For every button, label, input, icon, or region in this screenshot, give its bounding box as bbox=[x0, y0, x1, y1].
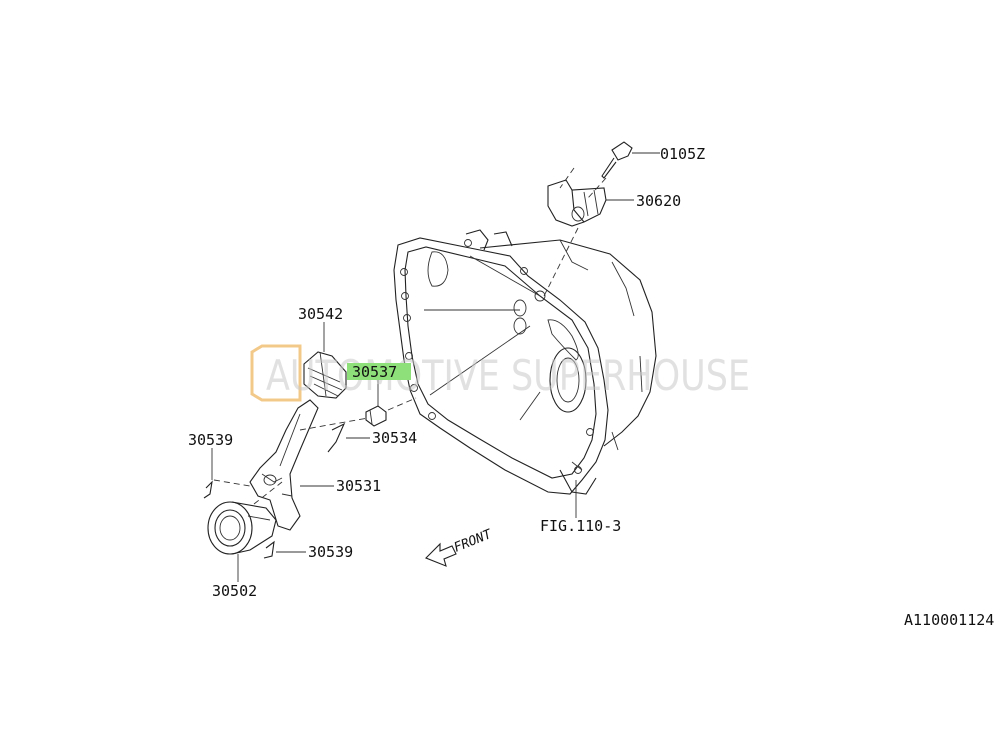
clip-lower bbox=[263, 540, 275, 559]
part-label-30531[interactable]: 30531 bbox=[336, 477, 381, 495]
bolt-assembly-line bbox=[587, 177, 607, 199]
watermark-text: AUTOMOTIVE SUPERHOUSE bbox=[266, 351, 750, 400]
clip-assembly-line bbox=[213, 479, 251, 487]
fork-assembly-line bbox=[299, 417, 369, 431]
part-label-30539-upper[interactable]: 30539 bbox=[188, 431, 233, 449]
front-indicator: FRONT bbox=[425, 527, 495, 567]
part-label-30539-lower[interactable]: 30539 bbox=[308, 543, 353, 561]
bolt-assembly-line-2 bbox=[559, 167, 575, 189]
retaining-spring bbox=[327, 422, 346, 453]
release-bearing bbox=[207, 501, 277, 555]
bolt bbox=[601, 141, 633, 179]
part-label-30620[interactable]: 30620 bbox=[636, 192, 681, 210]
pivot-assembly-line bbox=[387, 397, 417, 411]
part-label-0105Z[interactable]: 0105Z bbox=[660, 145, 705, 163]
clutch-slave-cylinder bbox=[547, 179, 607, 227]
front-label: FRONT bbox=[452, 527, 495, 556]
watermark: AUTOMOTIVE SUPERHOUSE bbox=[250, 344, 750, 402]
part-label-30502[interactable]: 30502 bbox=[212, 582, 257, 600]
pivot bbox=[365, 405, 387, 427]
part-highlight bbox=[347, 363, 411, 380]
figure-reference[interactable]: FIG.110-3 bbox=[540, 517, 621, 535]
diagram-code: A110001124 bbox=[904, 611, 994, 629]
cylinder-assembly-line bbox=[543, 227, 579, 297]
part-label-30542[interactable]: 30542 bbox=[298, 305, 343, 323]
clip-upper bbox=[203, 480, 213, 499]
watermark-logo bbox=[250, 344, 302, 402]
release-fork-boot bbox=[303, 351, 347, 399]
part-label-30534[interactable]: 30534 bbox=[372, 429, 417, 447]
front-arrow-icon bbox=[425, 542, 457, 567]
part-label-30537[interactable]: 30537 bbox=[352, 363, 397, 381]
bearing-assembly-line bbox=[253, 481, 283, 505]
release-fork bbox=[249, 399, 319, 531]
transmission-housing bbox=[393, 229, 657, 495]
